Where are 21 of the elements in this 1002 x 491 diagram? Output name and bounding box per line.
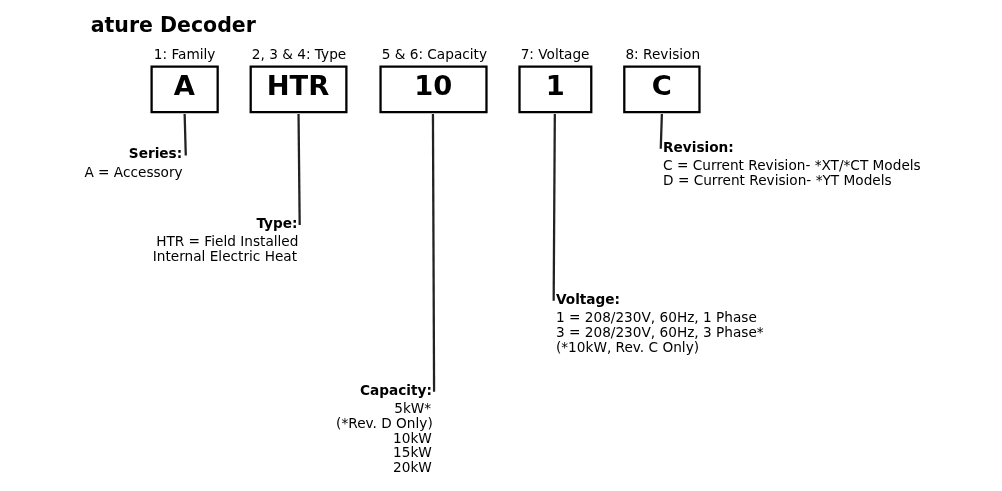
node-label: 7: Voltage: [520, 46, 590, 63]
node-box: C: [623, 65, 701, 114]
connector: [431, 113, 436, 392]
node-text: Voltage: 1 = 208/230V, 60Hz, 1 Phase 3 = 208/230V, 60Hz, 3 Phase* (*10kW, Rev. C Only): [555, 290, 764, 355]
connector: [552, 113, 556, 301]
node-box: 10: [379, 65, 488, 114]
connector: [297, 113, 301, 225]
node-label: 2, 3 & 4: Type: [251, 46, 347, 63]
node-box: HTR: [249, 65, 348, 114]
connector: [183, 113, 187, 156]
node-text: Series: A = Accessory: [84, 145, 183, 180]
node-text: Type: HTR = Field Installed Internal Electric Heat: [152, 214, 299, 264]
node-text: Revision: C = Current Revision- *XT/*CT Models D = Current Revision- *YT Models: [663, 138, 921, 188]
node-box: A: [150, 65, 219, 114]
node-label: 5 & 6: Capacity: [381, 46, 488, 63]
diagram-title: ature Decoder: [90, 13, 256, 38]
node-label: 8: Revision: [625, 46, 701, 63]
node-box: 1: [518, 65, 593, 114]
connector: [659, 113, 664, 149]
node-label: 1: Family: [153, 46, 216, 63]
node-text: Capacity: 5kW* (*Rev. D Only) 10kW 15kW 20kW: [336, 381, 433, 476]
